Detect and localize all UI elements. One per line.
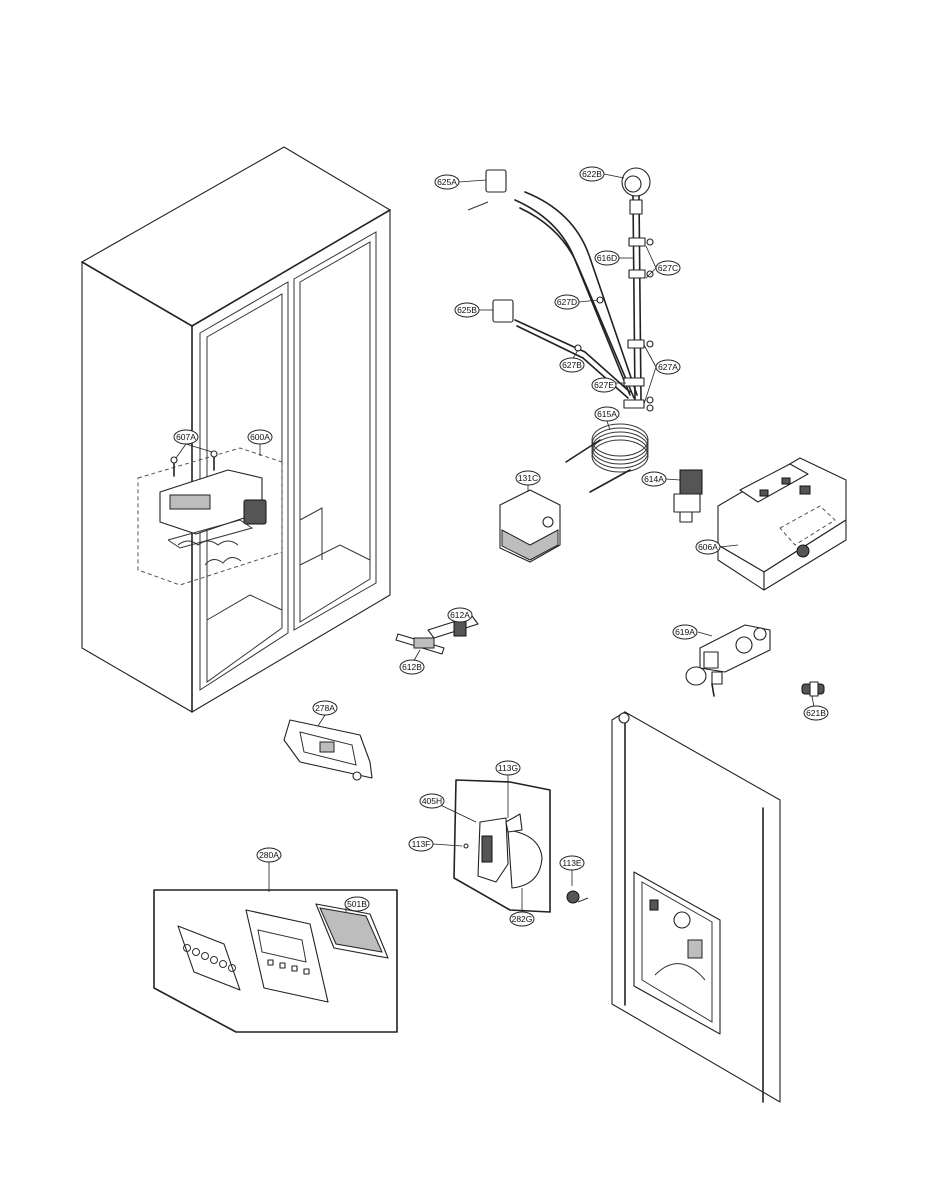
label-627C: 627C [655, 260, 681, 276]
svg-text:113E: 113E [562, 858, 582, 868]
svg-text:616D: 616D [597, 253, 617, 263]
label-616D: 616D [594, 250, 620, 266]
svg-text:607A: 607A [176, 432, 196, 442]
svg-text:278A: 278A [315, 703, 335, 713]
svg-text:280A: 280A [259, 850, 279, 860]
inlet-valve-part [685, 624, 771, 697]
svg-text:501B: 501B [347, 899, 367, 909]
label-625B: 625B [454, 302, 480, 318]
label-619A: 619A [672, 624, 698, 640]
label-622B: 622B [579, 166, 605, 182]
svg-text:625A: 625A [437, 177, 457, 187]
coiled-water-tube [565, 423, 649, 493]
svg-text:627D: 627D [557, 297, 577, 307]
label-614A: 614A [641, 471, 667, 487]
label-278A: 278A [312, 700, 338, 716]
freezer-door [611, 711, 781, 1103]
label-627E: 627E [591, 377, 617, 393]
svg-text:614A: 614A [644, 474, 664, 484]
svg-text:600A: 600A [250, 432, 270, 442]
svg-text:621B: 621B [806, 708, 826, 718]
svg-text:622B: 622B [582, 169, 602, 179]
label-113E: 113E [559, 855, 585, 871]
label-131C: 131C [515, 470, 541, 486]
label-405H: 405H [419, 793, 445, 809]
ice-bucket-part [499, 489, 561, 563]
svg-text:627A: 627A [658, 362, 678, 372]
label-615A: 615A [594, 406, 620, 422]
svg-text:405H: 405H [422, 796, 442, 806]
dispenser-bracket-part [717, 457, 847, 591]
svg-text:612A: 612A [450, 610, 470, 620]
water-valve-part [673, 469, 703, 523]
svg-text:282G: 282G [512, 914, 533, 924]
label-501B: 501B [344, 896, 370, 912]
svg-text:113G: 113G [498, 763, 518, 773]
tube-connector-part [801, 681, 825, 697]
label-607A: 607A [173, 429, 199, 445]
label-627A: 627A [655, 359, 681, 375]
label-612B: 612B [399, 659, 425, 675]
svg-text:131C: 131C [518, 473, 538, 483]
refrigerator-cabinet [81, 146, 391, 713]
label-625A: 625A [434, 174, 460, 190]
svg-text:612B: 612B [402, 662, 422, 672]
label-280A: 280A [256, 847, 282, 863]
label-282G: 282G [509, 911, 535, 927]
label-113F: 113F [408, 836, 434, 852]
svg-text:627C: 627C [658, 263, 678, 273]
label-600A: 600A [247, 429, 273, 445]
label-627D: 627D [554, 294, 580, 310]
label-612A: 612A [447, 607, 473, 623]
control-housing-part [283, 719, 373, 781]
label-621B: 621B [803, 705, 829, 721]
svg-text:619A: 619A [675, 627, 695, 637]
label-606A: 606A [695, 539, 721, 555]
water-tube-assembly [467, 167, 654, 412]
svg-text:625B: 625B [457, 305, 477, 315]
svg-text:615A: 615A [597, 409, 617, 419]
svg-text:113F: 113F [412, 839, 431, 849]
dispenser-lever-assembly [453, 779, 589, 913]
svg-text:606A: 606A [698, 542, 718, 552]
svg-text:627B: 627B [562, 360, 582, 370]
label-113G: 113G [495, 760, 521, 776]
control-panel-assembly [153, 889, 398, 1033]
label-627B: 627B [559, 357, 585, 373]
svg-text:627E: 627E [594, 380, 614, 390]
